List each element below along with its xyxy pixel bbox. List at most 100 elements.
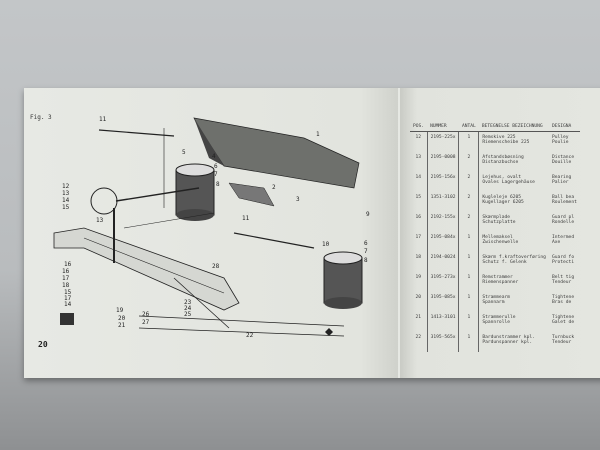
desc-de: Ovales Lagergehäuse	[482, 180, 535, 185]
callout-number: 4	[212, 153, 216, 160]
part-number: 3195-565x	[426, 332, 459, 352]
pos: 15	[415, 195, 422, 200]
pos: 22	[415, 335, 422, 340]
callout-number: 26	[142, 311, 150, 318]
desc-da: Strammearm	[482, 295, 510, 300]
callout-number: 13	[62, 190, 70, 197]
callout-number: 6	[214, 163, 218, 170]
quantity: 1	[458, 272, 479, 292]
part-number: 2195-084x	[426, 232, 459, 252]
callout-number: 19	[116, 307, 124, 314]
small-guard	[228, 182, 275, 207]
desc-fr: Bras de	[551, 300, 572, 305]
desc-da: Afstandsbøsning	[482, 155, 524, 160]
figure-label: Fig. 3	[30, 114, 52, 121]
desc-en: Guard fo	[551, 255, 575, 260]
desc-de: Riemenscheibe 225	[482, 140, 530, 145]
col-pos: POS.	[410, 124, 428, 132]
desc-fr: Roulement	[551, 200, 577, 205]
callout-number: 15	[62, 204, 70, 211]
part-number: 2195-0008	[426, 152, 459, 172]
callout-number: 22	[246, 332, 254, 339]
desc-de: Schutzplatte	[482, 220, 516, 225]
desc-da: Strammerulle	[482, 315, 516, 320]
callout-number: 13	[96, 217, 104, 224]
desc-fr: Rondelle	[551, 220, 575, 225]
callout-number: 27	[142, 319, 150, 326]
desc-en: Turnbuck	[551, 335, 575, 340]
part-number: 3195-273x	[426, 272, 459, 292]
part-number: 1351-3102	[426, 192, 459, 212]
main-frame	[53, 227, 240, 311]
callout-number: 25	[184, 311, 192, 318]
callout-number: 2	[272, 184, 276, 191]
desc-fr: Douille	[551, 160, 572, 165]
desc-de: Spannrolle	[482, 320, 510, 325]
callout-number: 20	[118, 315, 126, 322]
part-number: 2195-156x	[426, 172, 459, 192]
desc-en: Guard pl	[551, 215, 575, 220]
callout-number: 5	[182, 149, 186, 156]
part-number: 2195-225x	[426, 131, 459, 152]
quantity: 1	[458, 252, 479, 272]
callout-number: 24	[184, 305, 192, 312]
desc-en: Tightene	[551, 295, 575, 300]
drum-right	[323, 251, 363, 309]
callout-number: 14	[62, 197, 70, 204]
desc-en: Belt tig	[551, 275, 575, 280]
desc-da: Bardunstrammer kpl.	[482, 335, 535, 340]
callout-number: 17	[62, 275, 70, 282]
pos: 19	[415, 275, 422, 280]
quantity: 2	[458, 192, 479, 212]
parts-table: POS. NUMMER ANTAL BETEGNELSE BEZEICHNUNG…	[410, 124, 580, 352]
callout-number: 9	[366, 211, 370, 218]
desc-fr: Tendeur	[551, 280, 572, 285]
right-page: POS. NUMMER ANTAL BETEGNELSE BEZEICHNUNG…	[400, 88, 600, 378]
pos: 13	[415, 155, 422, 160]
callout-number: 6	[364, 240, 368, 247]
description: Bardunstrammer kpl.Pardunspanner kpl.	[478, 332, 549, 352]
part-number: 2192-155x	[426, 212, 459, 232]
desc-de: Zwischenwelle	[482, 240, 519, 245]
quantity: 1	[458, 292, 479, 312]
desc-da: Lejehus, ovalt	[482, 175, 522, 180]
desc-en: Ball bea	[551, 195, 575, 200]
quantity: 1	[458, 232, 479, 252]
callout-number: 10	[322, 241, 330, 248]
desc-de: Riemenspanner	[482, 280, 519, 285]
callout-number: 12	[62, 183, 70, 190]
part-number: 3195-085x	[426, 292, 459, 312]
callout-number: 3	[296, 196, 300, 203]
desc-da: Kugleleje 6205	[482, 195, 522, 200]
callout-number: 23	[184, 299, 192, 306]
desc-da: Skærmplade	[482, 215, 510, 220]
desc-en: Tightene	[551, 315, 575, 320]
desc-de: Spannarm	[482, 300, 505, 305]
desc-en: Bearing	[551, 175, 572, 180]
drum-left	[175, 163, 215, 221]
desc-fr: Palier	[551, 180, 569, 185]
pos: 21	[415, 315, 422, 320]
callout-number: 14	[64, 301, 72, 308]
callout-number: 16	[64, 261, 72, 268]
pos: 17	[415, 235, 422, 240]
